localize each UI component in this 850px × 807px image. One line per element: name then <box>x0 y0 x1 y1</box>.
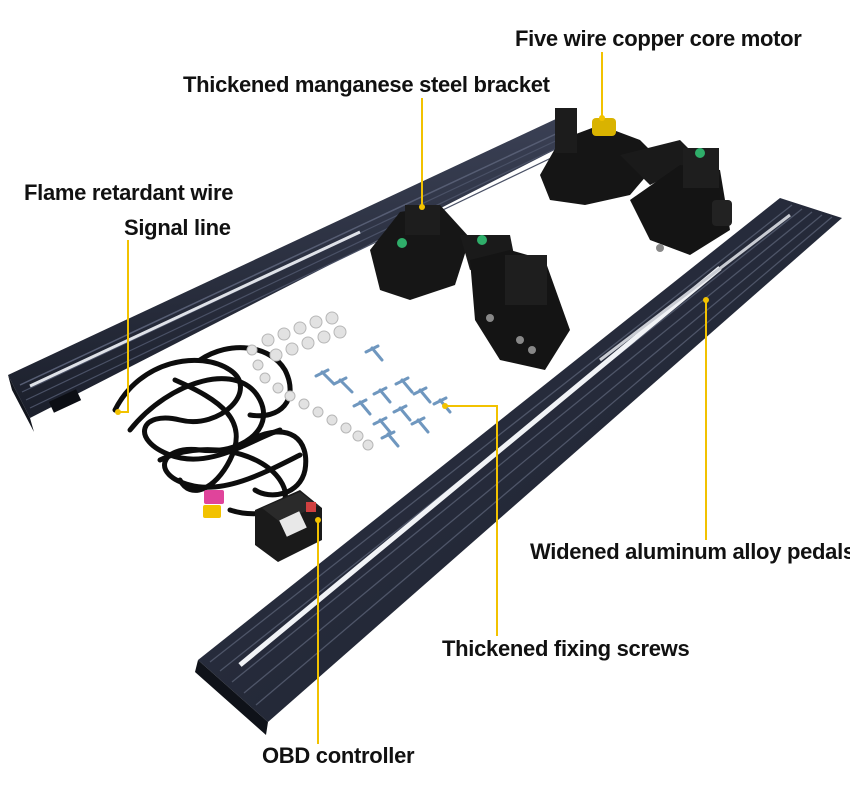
wire-harness <box>112 345 309 517</box>
label-controller: OBD controller <box>262 743 415 768</box>
label-pedals: Widened aluminum alloy pedals <box>530 539 850 564</box>
leader-dots <box>115 115 709 523</box>
label-bracket: Thickened manganese steel bracket <box>183 72 550 97</box>
label-signal: Signal line <box>124 215 231 240</box>
label-screws: Thickened fixing screws <box>442 636 690 661</box>
bracket-left <box>370 205 570 370</box>
connector-pink-icon <box>204 490 224 504</box>
bracket-right <box>540 108 732 255</box>
obd-controller <box>255 490 322 562</box>
label-wire: Flame retardant wire <box>24 180 234 205</box>
connector-yellow-icon <box>203 505 221 518</box>
back-pedal <box>8 118 578 432</box>
label-motor: Five wire copper core motor <box>515 26 802 51</box>
hardware-set <box>246 311 452 451</box>
leader-signal <box>118 240 129 413</box>
leader-lines <box>118 52 707 744</box>
leader-screws <box>445 405 498 636</box>
